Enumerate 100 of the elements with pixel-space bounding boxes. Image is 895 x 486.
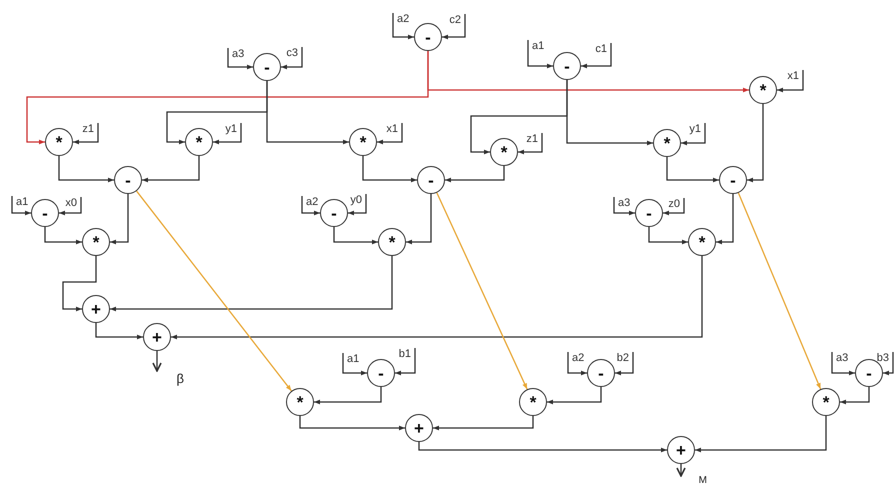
input-label: z0 (668, 198, 684, 211)
arrow (547, 387, 602, 404)
arrow (362, 156, 417, 182)
operator-circle: - (31, 199, 59, 227)
output-label: M (675, 476, 707, 486)
input-label: y1 (689, 123, 705, 136)
input-label: x1 (386, 123, 402, 136)
operator-circle: - (114, 166, 142, 194)
arrow (142, 156, 200, 182)
operator-circle: * (519, 388, 547, 416)
input-label: z1 (526, 133, 542, 146)
arrow (738, 192, 822, 390)
arrow (663, 198, 685, 216)
operator-circle: + (143, 323, 171, 351)
arrow (581, 43, 612, 68)
operator-circle: - (253, 53, 281, 81)
arrow (615, 352, 634, 376)
operator-circle: * (812, 388, 840, 416)
arrow (433, 416, 534, 430)
arrow (213, 123, 242, 144)
arrow (342, 353, 367, 376)
operator-circle: - (417, 166, 445, 194)
input-label: x1 (787, 70, 803, 83)
arrow (266, 81, 349, 144)
arrow (227, 48, 253, 70)
operator-circle: * (349, 128, 377, 156)
input-label: b2 (616, 352, 633, 365)
input-label: x0 (65, 197, 81, 210)
operator-circle: + (82, 295, 110, 323)
input-label: y1 (225, 123, 241, 136)
arrow (392, 13, 414, 40)
arrow (831, 352, 855, 376)
operator-circle: + (667, 436, 695, 464)
input-label: a3 (832, 352, 848, 365)
input-label: a2 (302, 196, 318, 209)
arrow (666, 157, 719, 182)
operator-circle: - (587, 359, 615, 387)
arrow (840, 387, 870, 404)
input-label: a3 (228, 48, 244, 61)
input-label: a3 (614, 197, 630, 210)
operator-circle: * (286, 388, 314, 416)
input-label: a1 (343, 353, 360, 366)
input-label: c2 (449, 14, 465, 27)
arrow (747, 104, 764, 182)
arrow (110, 194, 129, 244)
arrow (566, 80, 653, 146)
input-label: z1 (82, 123, 98, 136)
arrow (59, 197, 82, 216)
arrow (299, 416, 405, 430)
arrow (427, 51, 749, 92)
arrow (395, 348, 416, 376)
operator-circle: * (688, 228, 716, 256)
arrow (95, 323, 143, 340)
arrow (314, 387, 382, 404)
input-label: a1 (12, 196, 28, 209)
operator-circle: - (320, 199, 348, 227)
arrow (301, 196, 320, 216)
arrow (58, 156, 114, 182)
arrow (681, 123, 706, 146)
arrow (567, 352, 587, 376)
arrow (136, 190, 292, 392)
arrow (518, 133, 543, 154)
arrow (695, 416, 827, 452)
arrow (333, 227, 378, 244)
arrow (418, 442, 667, 452)
arrow (11, 196, 31, 216)
operator-circle: * (82, 228, 110, 256)
input-label: c1 (595, 43, 611, 56)
input-label: b1 (398, 348, 415, 361)
input-label: a2 (568, 352, 584, 365)
operator-circle: - (719, 166, 747, 194)
arrow (348, 194, 367, 216)
operator-circle: * (378, 228, 406, 256)
arrow (152, 351, 162, 372)
arrow (676, 464, 686, 477)
arrow (171, 256, 703, 340)
arrow (377, 123, 403, 144)
arrow (777, 70, 804, 92)
arrow (62, 256, 97, 312)
arrow (613, 197, 635, 216)
operator-circle: * (490, 138, 518, 166)
input-label: a2 (393, 13, 410, 26)
arrow (406, 194, 432, 244)
arrow (442, 14, 466, 40)
operator-circle: - (635, 199, 663, 227)
operator-circle: - (367, 359, 395, 387)
operator-circle: * (749, 76, 777, 104)
arrow (883, 352, 894, 376)
arrow (281, 47, 303, 70)
output-label: β (150, 371, 184, 387)
arrow (73, 123, 99, 144)
operator-circle: - (553, 52, 581, 80)
input-label: c3 (286, 47, 302, 60)
arrow (445, 166, 505, 182)
arrow (44, 227, 82, 244)
operator-circle: - (414, 23, 442, 51)
arrow (110, 256, 393, 312)
operator-circle: * (45, 128, 73, 156)
arrow (436, 192, 528, 390)
input-label: a1 (528, 40, 544, 53)
